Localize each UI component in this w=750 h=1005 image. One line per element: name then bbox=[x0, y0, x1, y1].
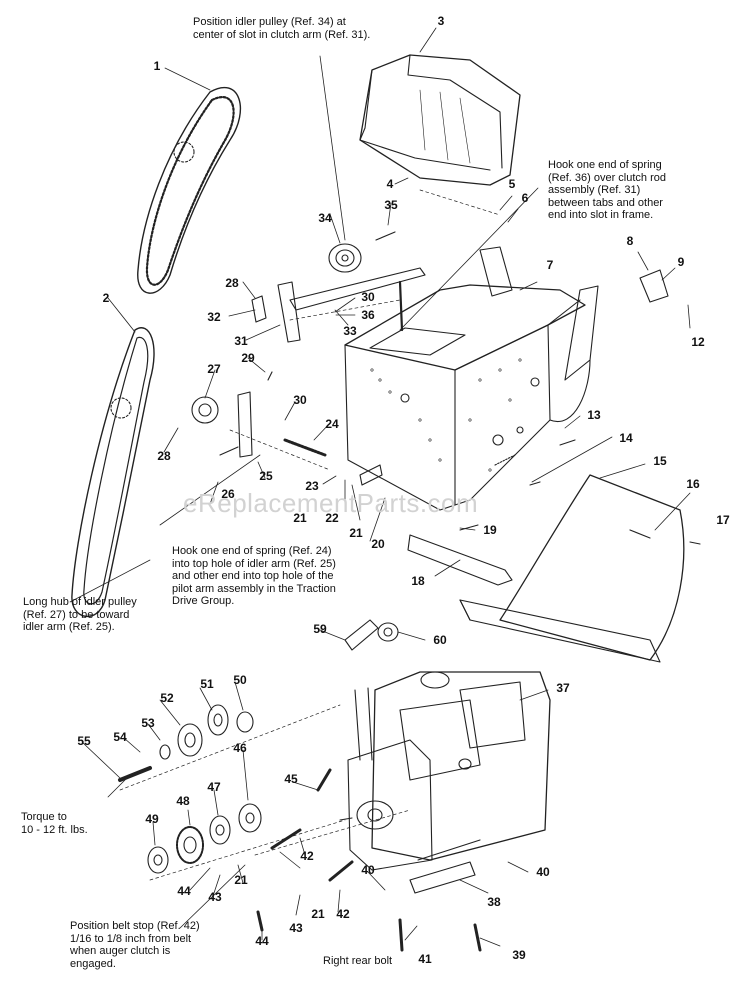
ref-28a: 28 bbox=[225, 276, 239, 290]
watermark: eReplacementParts.com bbox=[183, 488, 479, 518]
ref-35: 35 bbox=[384, 198, 398, 212]
ref-42b: 42 bbox=[336, 907, 350, 921]
auger-pulleys bbox=[147, 704, 262, 874]
ref-4: 4 bbox=[386, 177, 394, 191]
ref-6: 6 bbox=[521, 191, 529, 205]
ref-43a: 43 bbox=[208, 890, 222, 904]
ref-39: 39 bbox=[512, 948, 526, 962]
ref-51: 51 bbox=[200, 677, 214, 691]
note-rear-bolt: Right rear bolt bbox=[323, 955, 393, 967]
note-spring-24: Hook one end of spring (Ref. 24) into to… bbox=[172, 545, 336, 608]
ref-16: 16 bbox=[686, 477, 700, 491]
ref-21b: 21 bbox=[349, 526, 363, 540]
ref-54: 54 bbox=[113, 730, 127, 744]
ref-14: 14 bbox=[619, 431, 633, 445]
ref-41: 41 bbox=[418, 952, 432, 966]
ref-44b: 44 bbox=[255, 934, 269, 948]
ref-9: 9 bbox=[677, 255, 685, 269]
ref-59: 59 bbox=[313, 622, 327, 636]
ref-33: 33 bbox=[343, 324, 357, 338]
ref-55: 55 bbox=[77, 734, 91, 748]
ref-20: 20 bbox=[371, 537, 385, 551]
ref-2: 2 bbox=[102, 291, 110, 305]
ref-38: 38 bbox=[487, 895, 501, 909]
ref-23: 23 bbox=[305, 479, 319, 493]
frame-7 bbox=[344, 246, 599, 511]
note-belt-stop: Position belt stop (Ref. 42) 1/16 to 1/8… bbox=[70, 920, 200, 970]
note-spring-36: Hook one end of spring (Ref. 36) over cl… bbox=[548, 159, 666, 222]
ref-46: 46 bbox=[233, 741, 247, 755]
note-idler-position: Position idler pulley (Ref. 34) at cente… bbox=[193, 16, 371, 41]
ref-30b: 30 bbox=[293, 393, 307, 407]
assembly-lines bbox=[119, 189, 501, 881]
ref-40b: 40 bbox=[536, 865, 550, 879]
ref-36: 36 bbox=[361, 308, 375, 322]
ref-42a: 42 bbox=[300, 849, 314, 863]
ref-12: 12 bbox=[691, 335, 705, 349]
shield-15 bbox=[459, 474, 685, 663]
bushing-60 bbox=[377, 622, 399, 642]
leader-lines bbox=[69, 27, 691, 947]
bolt-55 bbox=[118, 766, 152, 782]
belt-cover-3 bbox=[359, 54, 521, 186]
ref-19: 19 bbox=[483, 523, 497, 537]
idler-pulley-34 bbox=[328, 243, 362, 273]
ref-8: 8 bbox=[626, 234, 634, 248]
ref-44a: 44 bbox=[177, 884, 191, 898]
ref-48: 48 bbox=[176, 794, 190, 808]
ref-29: 29 bbox=[241, 351, 255, 365]
ref-49: 49 bbox=[145, 812, 159, 826]
bracket-18 bbox=[407, 534, 513, 586]
ref-25: 25 bbox=[259, 469, 273, 483]
ref-40a: 40 bbox=[361, 863, 375, 877]
ref-13: 13 bbox=[587, 408, 601, 422]
ref-47: 47 bbox=[207, 780, 221, 794]
engine-37 bbox=[339, 671, 551, 894]
ref-45: 45 bbox=[284, 772, 298, 786]
note-torque: Torque to 10 - 12 ft. lbs. bbox=[21, 811, 88, 836]
ref-27: 27 bbox=[207, 362, 221, 376]
ref-52: 52 bbox=[160, 691, 174, 705]
ref-53: 53 bbox=[141, 716, 155, 730]
ref-28b: 28 bbox=[157, 449, 171, 463]
belt-2 bbox=[71, 327, 155, 618]
clutch-arm-31 bbox=[277, 267, 426, 343]
ref-21d: 21 bbox=[311, 907, 325, 921]
ref-34: 34 bbox=[318, 211, 332, 225]
ref-21a: 21 bbox=[293, 511, 307, 525]
ref-15: 15 bbox=[653, 454, 667, 468]
hardware bbox=[219, 231, 701, 952]
ref-60: 60 bbox=[433, 633, 447, 647]
ref-18: 18 bbox=[411, 574, 425, 588]
ref-7: 7 bbox=[546, 258, 554, 272]
ref-26: 26 bbox=[221, 487, 235, 501]
ref-43b: 43 bbox=[289, 921, 303, 935]
note-long-hub: Long hub of idler pulley (Ref. 27) to be… bbox=[23, 596, 137, 634]
ref-21c: 21 bbox=[234, 873, 248, 887]
ref-1: 1 bbox=[153, 59, 161, 73]
ref-3: 3 bbox=[437, 14, 445, 28]
ref-22: 22 bbox=[325, 511, 339, 525]
ref-24: 24 bbox=[325, 417, 339, 431]
ref-31: 31 bbox=[234, 334, 248, 348]
ref-30a: 30 bbox=[361, 290, 375, 304]
ref-17: 17 bbox=[716, 513, 730, 527]
belt-1 bbox=[137, 86, 242, 294]
ref-37: 37 bbox=[556, 681, 570, 695]
ref-32: 32 bbox=[207, 310, 221, 324]
ref-50: 50 bbox=[233, 673, 247, 687]
bushing-59 bbox=[344, 619, 379, 651]
ref-5: 5 bbox=[508, 177, 516, 191]
